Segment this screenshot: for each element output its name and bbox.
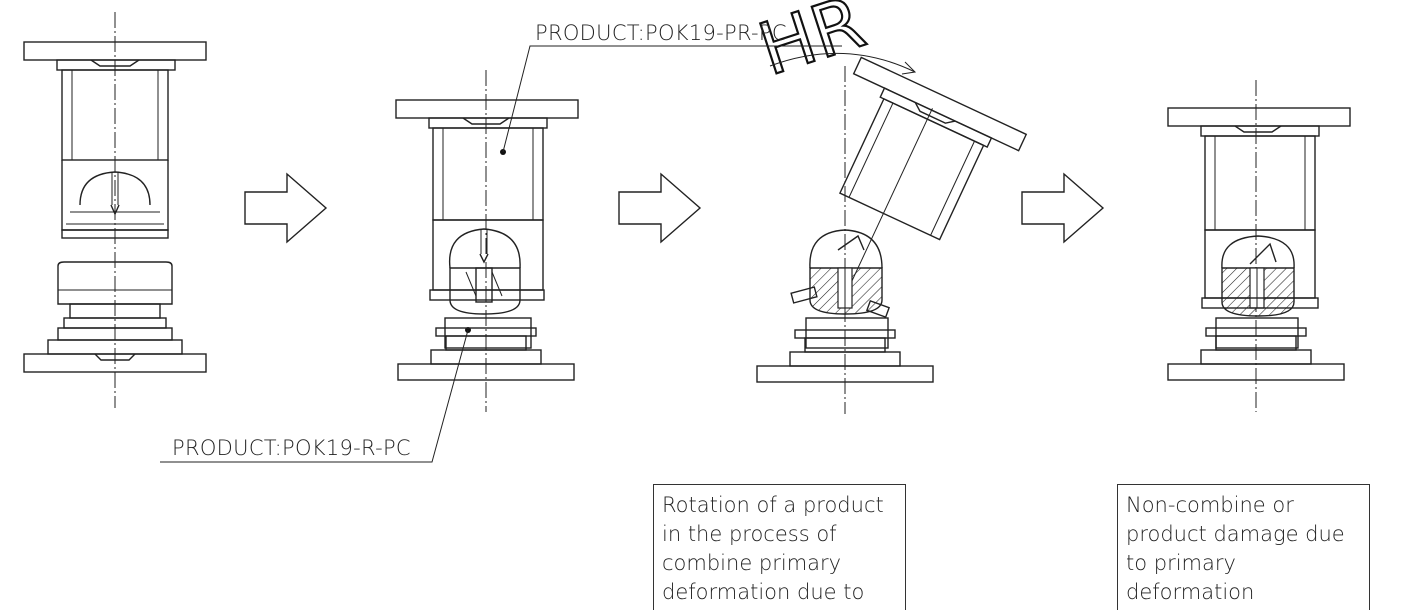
svg-text:PRODUCT:POK19-R-PC: PRODUCT:POK19-R-PC: [172, 436, 411, 460]
label-product-top: PRODUCT:POK19-PR-PC: [502, 21, 842, 153]
label-product-bottom: PRODUCT:POK19-R-PC: [160, 329, 469, 463]
svg-text:PRODUCT:POK19-PR-PC: PRODUCT:POK19-PR-PC: [535, 21, 787, 45]
stage-2-assembled: [395, 70, 579, 412]
arrow-3: [1021, 172, 1105, 244]
stage-4-damage: [1167, 80, 1351, 412]
stage-1-separated-parts: [23, 12, 207, 408]
arrow-2: [618, 172, 702, 244]
note-damage: Non-combine or product damage due to pri…: [1117, 484, 1370, 610]
arrow-1: [244, 172, 328, 244]
stage-3-rotation: [756, 52, 1028, 414]
note-rotation: Rotation of a product in the process of …: [653, 484, 906, 610]
